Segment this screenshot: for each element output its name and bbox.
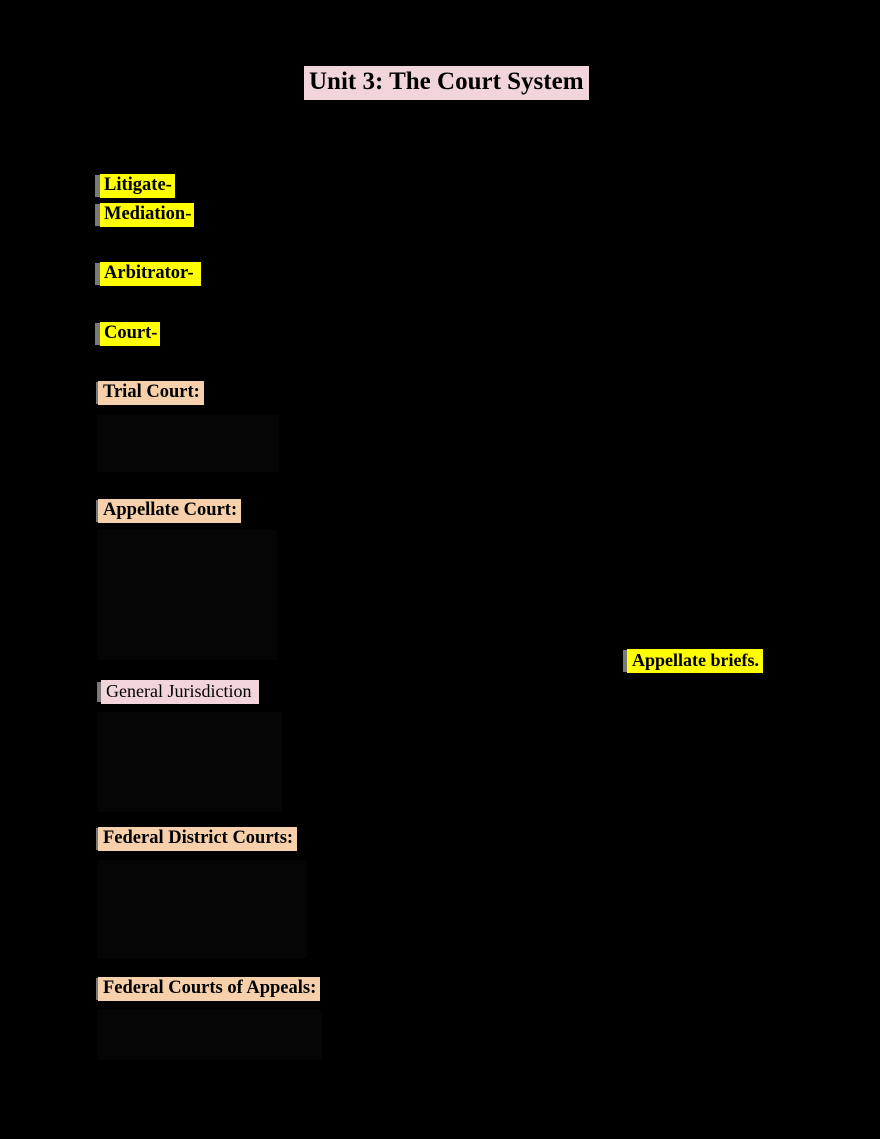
vocab-term-arbitrator: Arbitrator-	[100, 262, 202, 287]
selection-caret-marker	[623, 650, 628, 672]
selection-caret-marker	[95, 323, 100, 345]
section-heading-federal-courts-of-appeals: Federal Courts of Appeals:	[98, 977, 321, 1002]
note-appellate-briefs: Appellate briefs.	[627, 649, 763, 673]
section-heading-federal-district-courts: Federal District Courts:	[98, 827, 298, 852]
hidden-text-block-federal-district-courts	[97, 860, 307, 958]
hidden-text-block-federal-courts-of-appeals	[97, 1010, 322, 1060]
hidden-text-block-trial-court	[97, 414, 279, 472]
vocab-term-litigate: Litigate-	[100, 174, 175, 199]
vocab-term-mediation: Mediation-	[100, 203, 195, 228]
hidden-text-block-general-jurisdiction	[97, 712, 282, 812]
page-title: Unit 3: The Court System	[304, 66, 589, 101]
section-heading-trial-court: Trial Court:	[98, 381, 204, 406]
selection-caret-marker	[95, 204, 100, 226]
vocab-term-court: Court-	[100, 322, 161, 347]
selection-caret-marker	[97, 682, 102, 702]
selection-caret-marker	[95, 263, 100, 285]
section-heading-appellate-court: Appellate Court:	[98, 499, 242, 524]
selection-caret-marker	[95, 175, 100, 197]
hidden-text-block-appellate-court	[97, 530, 277, 660]
note-general-jurisdiction: General Jurisdiction	[101, 680, 260, 704]
